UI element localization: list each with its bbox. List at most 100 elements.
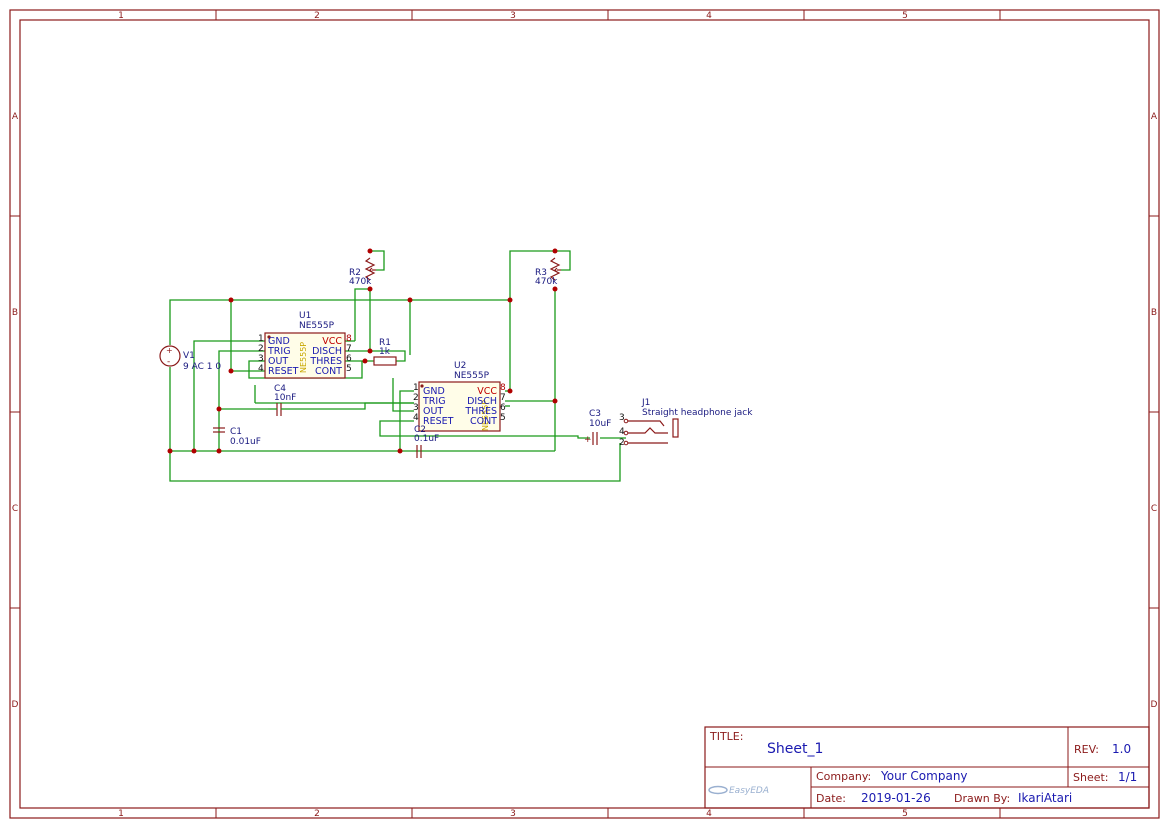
c3-plus-sign: + [584, 435, 592, 445]
u1-pin7-num: 7 [346, 344, 352, 354]
row-label-d-left: D [12, 700, 19, 710]
company-label: Company: [816, 770, 871, 783]
row-label-d-right: D [1151, 700, 1158, 710]
c4-ref: C4 [274, 384, 286, 394]
drawn-by-value: IkariAtari [1018, 791, 1072, 805]
c1-ref: C1 [230, 427, 242, 437]
c3-ref: C3 [589, 409, 601, 419]
u2-pin1-num: 1 [413, 383, 419, 393]
u1-pin5-num: 5 [346, 364, 352, 374]
sheet-label: Sheet: [1073, 771, 1109, 784]
u1-pin1-name: GND [268, 336, 290, 347]
r2-value: 470k [349, 277, 372, 287]
u2-pin5-num: 5 [500, 413, 506, 423]
u2-pin8-num: 8 [500, 383, 506, 393]
row-label-c-left: C [12, 504, 18, 514]
u2-pin1-name: GND [423, 386, 445, 397]
u1-pin2-name: TRIG [267, 346, 291, 357]
v1-value: 9 AC 1 0 [183, 362, 221, 372]
rev-label: REV: [1074, 743, 1099, 756]
r2-potentiometer[interactable]: R2 470k [349, 257, 376, 287]
u1-pin6-num: 6 [346, 354, 352, 364]
col-label-4-top: 4 [706, 11, 712, 21]
u2-pin7-name: DISCH [467, 396, 497, 407]
u2-pin4-name: RESET [423, 416, 454, 427]
u2-ne555-chip[interactable]: U2 NE555P NE555P 1 2 3 4 GND TRIG OUT RE… [413, 361, 506, 432]
u1-ref: U1 [299, 311, 311, 321]
u1-pin6-name: THRES [309, 356, 342, 367]
col-label-5-top: 5 [902, 11, 908, 21]
r1-ref: R1 [379, 338, 391, 348]
v1-ac-source[interactable]: + - V1 9 AC 1 0 [159, 345, 221, 372]
col-label-5-bottom: 5 [902, 809, 908, 819]
u1-pin5-name: CONT [315, 366, 342, 377]
easyeda-logo-text: EasyEDA [729, 786, 769, 796]
j1-pin2-num: 2 [619, 438, 625, 448]
u1-ne555-chip[interactable]: U1 NE555P NE555P 1 2 3 4 GND TRIG OUT RE… [258, 311, 352, 379]
v1-ref: V1 [183, 351, 195, 361]
u2-ref: U2 [454, 361, 466, 371]
r3-value: 470k [535, 277, 558, 287]
c3-polarized-capacitor[interactable]: + C3 10uF [584, 409, 611, 445]
c2-capacitor[interactable]: C2 0.1uF [414, 425, 439, 458]
j1-headphone-jack[interactable]: 3 4 2 J1 Straight headphone jack [619, 398, 753, 448]
wires [169, 250, 626, 482]
title-label: TITLE: [709, 730, 743, 743]
u2-pin6-num: 6 [500, 403, 506, 413]
row-label-b-left: B [12, 308, 18, 318]
c1-capacitor[interactable]: C1 0.01uF [213, 427, 261, 447]
u2-pin2-num: 2 [413, 393, 419, 403]
u1-pin3-name: OUT [268, 356, 288, 367]
col-label-2-bottom: 2 [314, 809, 320, 819]
u1-pin7-name: DISCH [312, 346, 342, 357]
v1-minus-sign: - [167, 357, 170, 367]
c2-value: 0.1uF [414, 434, 439, 444]
col-label-3-bottom: 3 [510, 809, 516, 819]
u1-value: NE555P [299, 321, 335, 331]
u2-value: NE555P [454, 371, 490, 381]
u1-pin1-num: 1 [258, 334, 264, 344]
r1-resistor[interactable]: R1 1k [373, 338, 397, 366]
r1-value: 1k [379, 347, 391, 357]
u2-pin7-num: 7 [500, 393, 506, 403]
col-label-2-top: 2 [314, 11, 320, 21]
j1-value: Straight headphone jack [642, 408, 753, 418]
r3-potentiometer[interactable]: R3 470k [535, 257, 561, 287]
c1-value: 0.01uF [230, 437, 261, 447]
u1-pin8-num: 8 [346, 334, 352, 344]
drawn-by-label: Drawn By: [954, 792, 1010, 805]
sheet-title: Sheet_1 [767, 741, 823, 757]
c2-ref: C2 [414, 425, 426, 435]
j1-pin3-num: 3 [619, 413, 625, 423]
u2-pin3-num: 3 [413, 403, 419, 413]
u2-pin3-name: OUT [423, 406, 443, 417]
u1-pin3-num: 3 [258, 354, 264, 364]
u2-pin6-name: THRES [464, 406, 497, 417]
date-label: Date: [816, 792, 846, 805]
c3-value: 10uF [589, 419, 611, 429]
col-label-1-bottom: 1 [118, 809, 124, 819]
c4-capacitor[interactable]: C4 10nF [268, 384, 296, 416]
easyeda-logo: EasyEDA [708, 785, 769, 796]
company-value: Your Company [880, 769, 968, 783]
j1-pin4-num: 4 [619, 427, 625, 437]
col-label-4-bottom: 4 [706, 809, 712, 819]
u1-pin4-name: RESET [268, 366, 299, 377]
row-label-b-right: B [1151, 308, 1157, 318]
rev-value: 1.0 [1112, 742, 1131, 756]
u1-body-text: NE555P [299, 342, 308, 373]
u2-body-text: NE555P [481, 400, 490, 431]
u2-pin8-name: VCC [477, 386, 497, 397]
u2-pin4-num: 4 [413, 413, 419, 423]
col-label-1-top: 1 [118, 11, 124, 21]
r2-ref: R2 [349, 268, 361, 278]
title-block: TITLE: Sheet_1 REV: 1.0 Company: Your Co… [704, 726, 1150, 809]
junctions [167, 248, 558, 454]
row-label-c-right: C [1151, 504, 1157, 514]
sheet-value: 1/1 [1118, 770, 1137, 784]
row-label-a-left: A [12, 112, 19, 122]
date-value: 2019-01-26 [861, 791, 931, 805]
r3-ref: R3 [535, 268, 547, 278]
c4-value: 10nF [274, 393, 296, 403]
